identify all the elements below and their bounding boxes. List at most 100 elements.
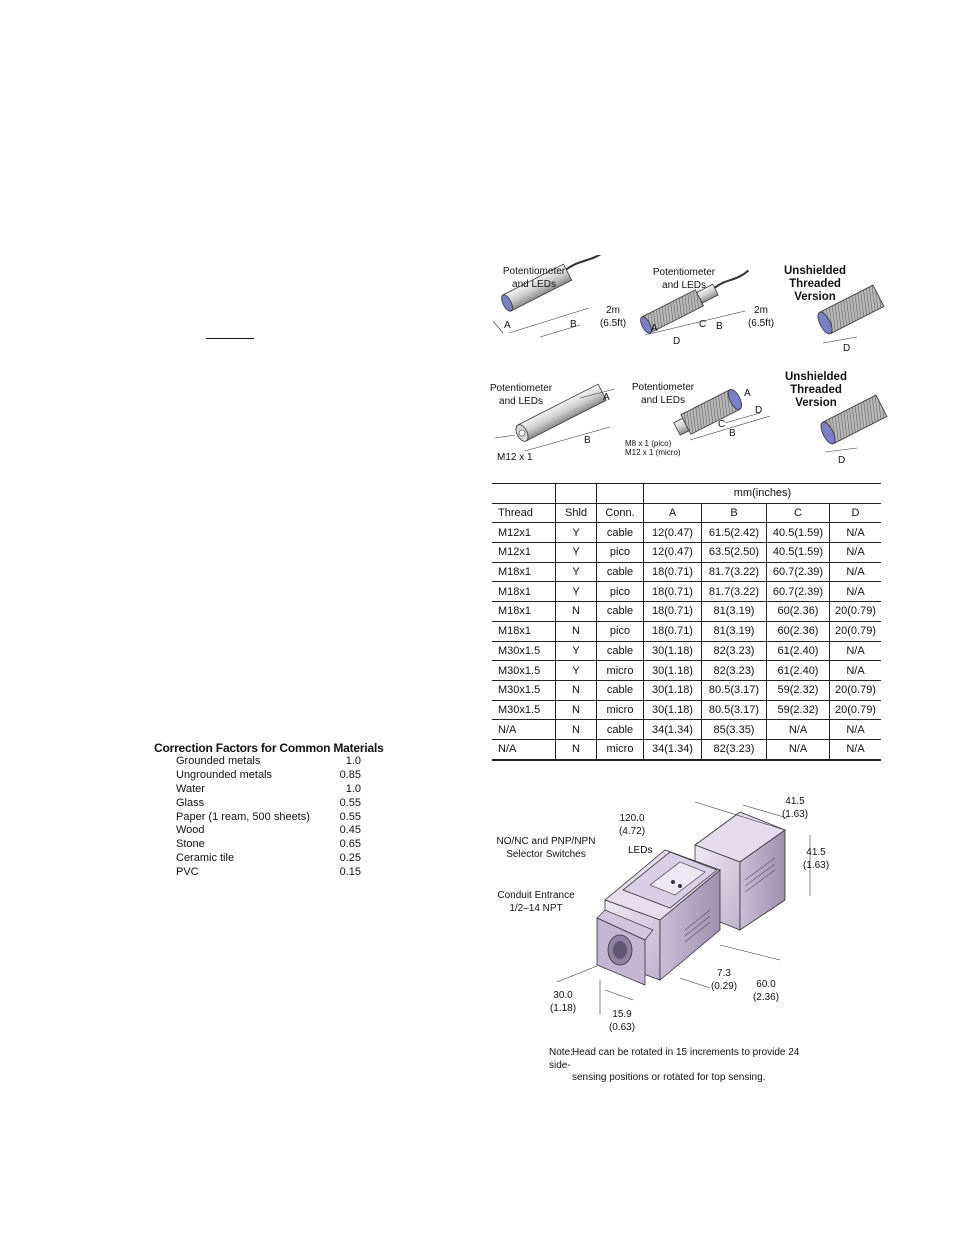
cell-b: 81.7(3.22) xyxy=(701,562,767,583)
cell-d: N/A xyxy=(829,660,881,681)
d6-title-line1: Unshielded xyxy=(785,371,847,383)
d2-length-in: (6.5ft) xyxy=(747,318,775,329)
cell-conn: micro xyxy=(596,660,644,681)
d4-led-line2: and LEDs xyxy=(499,396,543,407)
dim-30: 30.0 (1.18) xyxy=(545,989,581,1015)
conduit-label: Conduit Entrance 1/2–14 NPT xyxy=(496,889,576,915)
material-name: Ceramic tile xyxy=(176,852,235,865)
cell-a: 30(1.18) xyxy=(643,641,702,662)
note-text-1: Head can be rotated in 15 increments to … xyxy=(549,1047,800,1071)
cell-shld: Y xyxy=(555,542,597,563)
material-name: PVC xyxy=(176,866,199,879)
blank-cell xyxy=(492,483,556,504)
dim-41-5-side-mm: 41.5 xyxy=(806,847,826,858)
d1-length: 2m (6.5ft) xyxy=(593,304,633,330)
table-unit-header-row: mm(inches) xyxy=(492,483,881,504)
d3-title-line3: Version xyxy=(794,291,836,303)
cell-thread: M30x1.5 xyxy=(492,660,556,681)
d6-title-line2: Threaded xyxy=(790,384,842,396)
cell-b: 82(3.23) xyxy=(701,739,767,761)
material-factor: 0.55 xyxy=(339,810,361,823)
switches-line2: Selector Switches xyxy=(506,849,586,860)
cell-b: 81(3.19) xyxy=(701,601,767,622)
header-d: D xyxy=(829,503,881,524)
material-factor: 0.85 xyxy=(339,768,361,781)
note-label: Note: xyxy=(549,1047,573,1058)
cell-d: 20(0.79) xyxy=(829,621,881,642)
dim-120: 120.0 (4.72) xyxy=(612,812,652,838)
dim-60-mm: 60.0 xyxy=(756,979,776,990)
cell-shld: Y xyxy=(555,562,597,583)
note-text-2: sensing positions or rotated for top sen… xyxy=(572,1072,766,1083)
d2-dim-a: A xyxy=(651,323,658,334)
rotation-note: Note:Head can be rotated in 15 increment… xyxy=(549,1047,819,1085)
d5-dim-a: A xyxy=(744,388,751,399)
d5-dim-b: B xyxy=(729,428,736,439)
material-name: Glass xyxy=(176,796,205,809)
cell-thread: M18x1 xyxy=(492,581,556,603)
cell-thread: M12x1 xyxy=(492,542,556,563)
cell-thread: M30x1.5 xyxy=(492,700,556,721)
header-a: A xyxy=(643,503,702,524)
dim-60-in: (2.36) xyxy=(752,992,780,1003)
cell-a: 18(0.71) xyxy=(643,621,702,642)
d2-length-mm: 2m xyxy=(754,305,768,316)
cell-d: 20(0.79) xyxy=(829,700,881,721)
cell-c: 59(2.32) xyxy=(766,680,830,701)
conduit-line1: Conduit Entrance xyxy=(497,890,575,901)
dimension-table: mm(inches) Thread Shld Conn. A B C D M12… xyxy=(492,483,881,761)
cell-c: 40.5(1.59) xyxy=(766,522,830,544)
cell-d: N/A xyxy=(829,522,881,544)
correction-factors-title: Correction Factors for Common Materials xyxy=(154,741,384,755)
cell-a: 12(0.47) xyxy=(643,542,702,563)
cell-d: 20(0.79) xyxy=(829,601,881,622)
cell-shld: N xyxy=(555,621,597,642)
cell-d: N/A xyxy=(829,641,881,662)
header-thread: Thread xyxy=(492,503,556,524)
cell-conn: cable xyxy=(596,522,644,544)
leds-label: LEDs xyxy=(628,845,653,856)
cell-thread: M18x1 xyxy=(492,562,556,583)
d1-dim-b: B xyxy=(570,319,577,330)
d2-led-line2: and LEDs xyxy=(662,280,706,291)
dim-7-3: 7.3 (0.29) xyxy=(706,967,742,993)
diagram-cable-sensor xyxy=(492,255,607,338)
header-shld: Shld xyxy=(555,503,597,524)
cell-d: N/A xyxy=(829,739,881,761)
cell-a: 18(0.71) xyxy=(643,581,702,603)
cell-b: 63.5(2.50) xyxy=(701,542,767,563)
cell-conn: micro xyxy=(596,739,644,761)
cell-d: N/A xyxy=(829,719,881,740)
d3-dim-d: D xyxy=(843,343,851,354)
short-rule xyxy=(206,338,254,339)
dim-120-in: (4.72) xyxy=(618,826,646,837)
blank-cell xyxy=(596,483,644,504)
sensor-diagrams-svg xyxy=(492,255,888,453)
cell-c: 60(2.36) xyxy=(766,621,830,642)
d4-led-label: Potentiometer and LEDs xyxy=(489,382,553,408)
cell-b: 82(3.23) xyxy=(701,641,767,662)
header-c: C xyxy=(766,503,830,524)
d5-led-line1: Potentiometer xyxy=(631,382,695,393)
d2-dim-b: B xyxy=(716,321,723,332)
large-sensor-diagram xyxy=(556,801,811,1015)
cell-c: 60.7(2.39) xyxy=(766,562,830,583)
cell-c: 59(2.32) xyxy=(766,700,830,721)
d1-length-in: (6.5ft) xyxy=(599,318,627,329)
cell-a: 30(1.18) xyxy=(643,660,702,681)
dim-41-5-top-in: (1.63) xyxy=(781,809,809,820)
material-factor: 0.65 xyxy=(339,838,361,851)
dim-15-9-mm: 15.9 xyxy=(612,1009,632,1020)
cell-b: 85(3.35) xyxy=(701,719,767,740)
d5-led-label: Potentiometer and LEDs xyxy=(631,381,695,407)
conduit-line2: 1/2–14 NPT xyxy=(509,903,563,914)
dim-7-3-mm: 7.3 xyxy=(717,968,731,979)
cell-c: N/A xyxy=(766,719,830,740)
cell-shld: Y xyxy=(555,641,597,662)
